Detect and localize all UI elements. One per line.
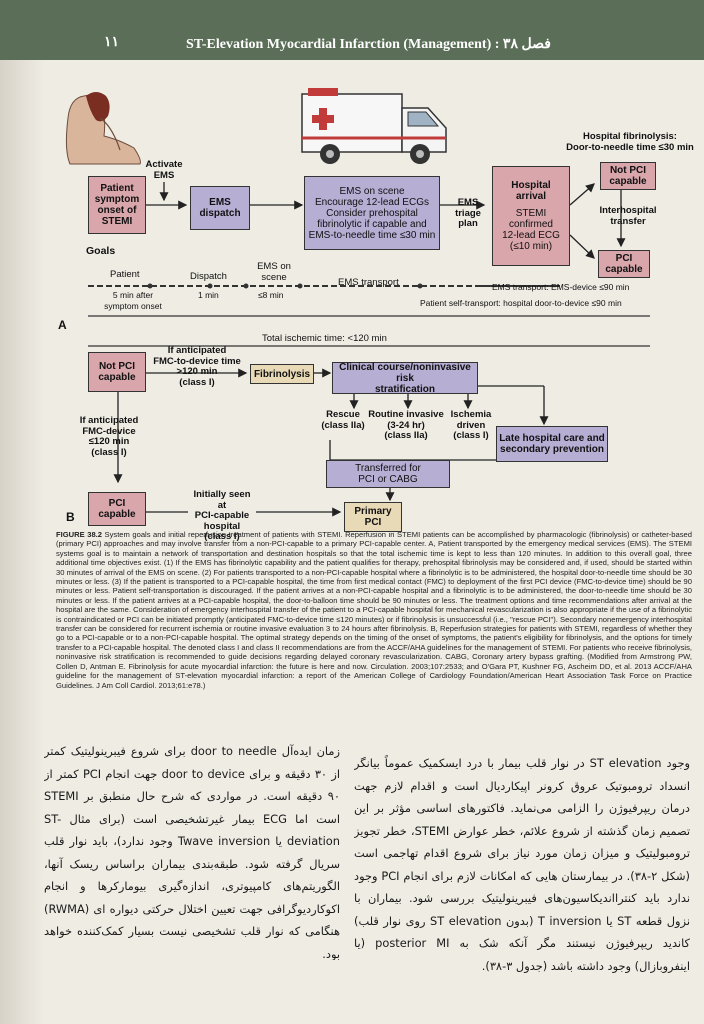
ems-triage-plan-label: EMS triage plan [455,197,481,229]
patient-illustration [65,92,141,165]
late-hospital-care-box: Late hospital care and secondary prevent… [496,426,608,462]
interhospital-transfer-label: Interhospital transfer [599,205,657,227]
stemi-confirmed-label: STEMI confirmed 12-lead ECG (≤10 min) [502,208,560,252]
caption-text: System goals and initial reperfusion tre… [56,530,692,690]
patient-onset-box: Patient symptom onset of STEMI [88,176,146,234]
panel-a-label: A [58,318,67,332]
ems-transport-goal-label: EMS transport: EMS-device ≤90 min [492,282,630,292]
figure-38-2-diagram [65,88,650,517]
if-anticipated-le120-label: If anticipated FMC-device ≤120 min (clas… [79,415,139,458]
routine-invasive-label: Routine invasive (3-24 hr) (class IIa) [368,409,444,441]
timeline-5min-label: 5 min after symptom onset [104,290,162,311]
timeline-1min-label: 1 min [198,290,219,300]
initially-seen-label: Initially seen at PCI-capable hospital (… [193,489,251,542]
binding-shadow [0,0,44,1024]
timeline-dispatch-label: Dispatch [190,271,227,282]
page-number: ۱۱ [104,35,120,50]
activate-ems-label: Activate EMS [145,159,183,181]
hospital-box: Hospital arrival STEMI confirmed 12-lead… [492,166,570,266]
ambulance-illustration [301,88,447,164]
hospital-arrival-label: Hospital arrival [511,180,551,202]
running-head: ST-Elevation Myocardial Infarction (Mana… [186,37,551,52]
not-pci-capable-box-a: Not PCI capable [600,162,656,190]
timeline-8min-label: ≤8 min [258,290,284,300]
fibrinolysis-box: Fibrinolysis [250,364,314,384]
goals-label: Goals [86,245,116,257]
ems-on-scene-box: EMS on scene Encourage 12-lead ECGs Cons… [304,176,440,250]
timeline-patient-label: Patient [110,269,140,280]
timeline-ems-transport-label: EMS transport [338,277,399,288]
figure-caption: FIGURE 38.2 System goals and initial rep… [56,530,692,730]
clinical-course-box: Clinical course/noninvasive risk stratif… [332,362,478,395]
not-pci-capable-box-b: Not PCI capable [88,352,146,392]
caption-label: FIGURE 38.2 [56,530,102,539]
panel-b-label: B [66,510,75,524]
rescue-label: Rescue (class IIa) [321,409,365,431]
hospital-fibrinolysis-label: Hospital fibrinolysis: Door-to-needle ti… [566,131,694,153]
ischemia-driven-label: Ischemia driven (class I) [450,409,492,441]
transferred-box: Transferred for PCI or CABG [326,460,450,488]
timeline-ems-on-scene-label: EMS on scene [257,261,291,283]
if-anticipated-gt120-label: If anticipated FMC-to-device time >120 m… [153,345,241,388]
primary-pci-box: Primary PCI [344,502,402,532]
total-ischemic-time-label: Total ischemic time: <120 min [262,333,387,344]
ems-dispatch-box: EMS dispatch [190,186,250,230]
pci-capable-box-a: PCI capable [598,250,650,278]
body-text-left-column: زمان ایده‌آل door to needle برای شروع فی… [44,744,340,960]
body-text-right-column: وجود ST elevation در نوار قلب بیمار با د… [354,756,690,973]
pci-capable-box-b: PCI capable [88,492,146,526]
self-transport-goal-label: Patient self-transport: hospital door-to… [420,298,622,308]
header-band: ۱۱ ST-Elevation Myocardial Infarction (M… [0,0,704,60]
